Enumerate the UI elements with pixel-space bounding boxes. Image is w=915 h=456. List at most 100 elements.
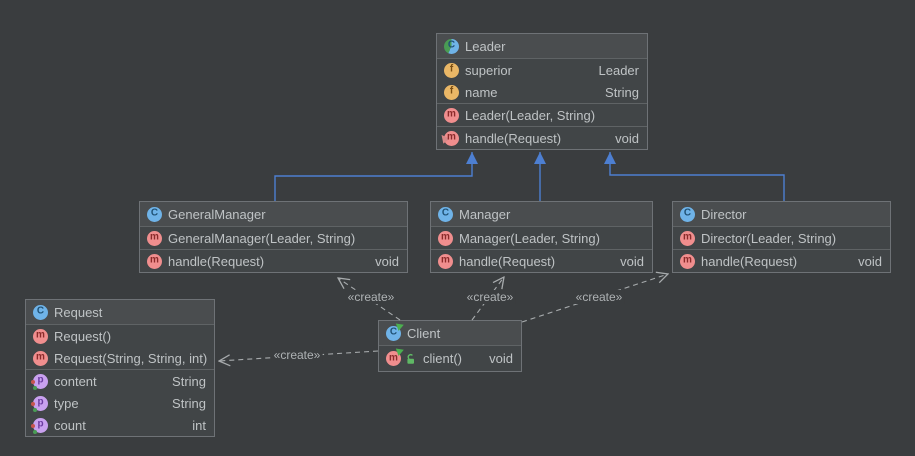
method-row[interactable]: m handle(Request) void	[140, 250, 407, 272]
method-icon: m	[438, 253, 453, 269]
create-label-director: «create»	[573, 290, 625, 304]
inheritance-edge-director-leader[interactable]	[604, 152, 785, 201]
class-header-generalmanager[interactable]: C GeneralManager	[140, 202, 407, 227]
method-signature: handle(Request)	[168, 253, 265, 269]
class-header-manager[interactable]: C Manager	[431, 202, 652, 227]
methods-section: m handle(Request) void	[673, 249, 890, 272]
property-row[interactable]: p count int	[26, 414, 214, 436]
getter-dot-icon	[33, 429, 37, 434]
fields-section: f superior Leader f name String	[437, 59, 647, 103]
property-icon: p	[31, 395, 48, 412]
methods-section: m client() void	[379, 346, 521, 371]
class-node-request[interactable]: C Request m Request() m Request(String, …	[25, 299, 215, 437]
class-icon: C	[147, 206, 162, 222]
property-row[interactable]: p content String	[26, 370, 214, 392]
unlock-icon	[405, 353, 417, 365]
method-icon: m	[680, 253, 695, 269]
overridden-method-icon: m	[438, 130, 459, 146]
method-return-type: void	[858, 253, 882, 269]
property-type: int	[192, 417, 206, 433]
constructor-row[interactable]: m Request()	[26, 325, 214, 347]
constructor-signature: Manager(Leader, String)	[459, 230, 600, 246]
create-label-generalmanager: «create»	[345, 290, 397, 304]
methods-section: m handle(Request) void	[140, 249, 407, 272]
constructor-signature: Director(Leader, String)	[701, 230, 837, 246]
property-row[interactable]: p type String	[26, 392, 214, 414]
constructor-signature: GeneralManager(Leader, String)	[168, 230, 356, 246]
method-signature: handle(Request)	[459, 253, 556, 269]
runnable-method-icon: m	[386, 346, 406, 366]
setter-dot-icon	[31, 401, 35, 406]
property-type: String	[172, 395, 206, 411]
class-name: GeneralManager	[168, 206, 266, 222]
class-name: Request	[54, 304, 103, 320]
method-return-type: void	[620, 253, 644, 269]
class-name: Client	[407, 325, 441, 341]
class-header-request[interactable]: C Request	[26, 300, 214, 325]
class-header-leader[interactable]: C Leader	[437, 34, 647, 59]
create-label-request: «create»	[271, 348, 323, 362]
method-return-type: void	[615, 130, 639, 146]
class-header-director[interactable]: C Director	[673, 202, 890, 227]
class-node-manager[interactable]: C Manager m Manager(Leader, String) m ha…	[430, 201, 653, 273]
field-name: superior	[465, 62, 512, 78]
class-node-generalmanager[interactable]: C GeneralManager m GeneralManager(Leader…	[139, 201, 408, 273]
class-name: Director	[701, 206, 747, 222]
methods-section: m handle(Request) void	[431, 249, 652, 272]
constructors-section: m Director(Leader, String)	[673, 227, 890, 249]
method-return-type: void	[375, 253, 399, 269]
method-row[interactable]: m handle(Request) void	[437, 127, 647, 149]
constructors-section: m Request() m Request(String, String, in…	[26, 325, 214, 369]
setter-dot-icon	[31, 379, 35, 384]
constructor-row[interactable]: m GeneralManager(Leader, String)	[140, 227, 407, 249]
constructors-section: m Manager(Leader, String)	[431, 227, 652, 249]
properties-section: p content String p type String p count i…	[26, 369, 214, 436]
getter-dot-icon	[33, 407, 37, 412]
method-row[interactable]: m client() void	[379, 346, 521, 371]
class-node-client[interactable]: C Client m client() void	[378, 320, 522, 372]
methods-section: m handle(Request) void	[437, 126, 647, 149]
constructor-row[interactable]: m Director(Leader, String)	[673, 227, 890, 249]
method-icon: m	[33, 328, 48, 344]
inheritance-edge-generalmanager-leader[interactable]	[274, 152, 478, 201]
property-type: String	[172, 373, 206, 389]
constructor-row[interactable]: m Leader(Leader, String)	[437, 104, 647, 126]
constructor-signature: Request(String, String, int)	[54, 350, 208, 366]
method-icon: m	[33, 350, 48, 366]
class-name: Manager	[459, 206, 511, 222]
field-icon: f	[444, 84, 459, 100]
method-signature: handle(Request)	[701, 253, 798, 269]
field-type: String	[605, 84, 639, 100]
method-signature: handle(Request)	[465, 130, 562, 146]
field-icon: f	[444, 62, 459, 78]
method-return-type: void	[489, 351, 513, 366]
constructor-row[interactable]: m Manager(Leader, String)	[431, 227, 652, 249]
class-node-director[interactable]: C Director m Director(Leader, String) m …	[672, 201, 891, 273]
property-icon: p	[31, 417, 48, 434]
constructor-signature: Leader(Leader, String)	[465, 107, 596, 123]
class-name: Leader	[465, 38, 506, 54]
constructors-section: m GeneralManager(Leader, String)	[140, 227, 407, 249]
constructors-section: m Leader(Leader, String)	[437, 103, 647, 126]
method-icon: m	[438, 230, 453, 246]
method-row[interactable]: m handle(Request) void	[673, 250, 890, 272]
property-name: count	[54, 417, 86, 433]
constructor-row[interactable]: m Request(String, String, int)	[26, 347, 214, 369]
field-row[interactable]: f name String	[437, 81, 647, 103]
field-type: Leader	[598, 62, 639, 78]
create-label-manager: «create»	[464, 290, 516, 304]
method-icon: m	[444, 107, 459, 123]
class-icon: C	[33, 304, 48, 320]
method-icon: m	[147, 253, 162, 269]
class-node-leader[interactable]: C Leader f superior Leader f name String…	[436, 33, 648, 150]
run-overlay-icon	[395, 320, 406, 331]
method-row[interactable]: m handle(Request) void	[431, 250, 652, 272]
field-row[interactable]: f superior Leader	[437, 59, 647, 81]
field-name: name	[465, 84, 498, 100]
class-header-client[interactable]: C Client	[379, 320, 521, 346]
setter-dot-icon	[31, 423, 35, 428]
class-icon: C	[444, 38, 459, 54]
method-icon: m	[680, 230, 695, 246]
class-icon: C	[680, 206, 695, 222]
